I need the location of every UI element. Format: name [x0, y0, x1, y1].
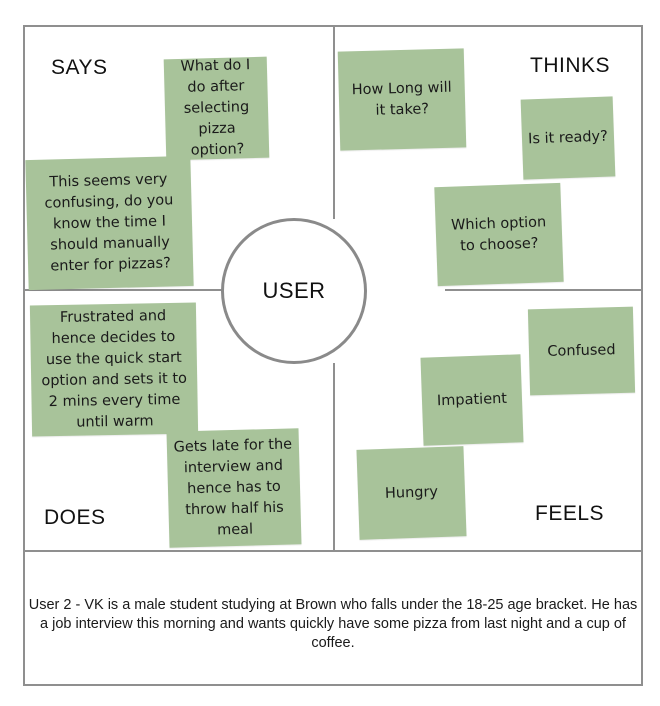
sticky-note-text: Gets late for the interview and hence ha…	[173, 435, 293, 538]
user-circle: USER	[221, 218, 367, 364]
quadrant-label-does: DOES	[44, 506, 106, 529]
sticky-note-thinks-3: Which option to choose?	[434, 182, 564, 287]
sticky-note-text: Hungry	[384, 483, 439, 502]
sticky-note-feels-2: Impatient	[420, 354, 524, 446]
sticky-note-thinks-1: How Long will it take?	[337, 48, 467, 151]
divider-middle-right	[445, 289, 641, 291]
sticky-note-text: What do I do after selecting pizza optio…	[180, 57, 251, 159]
empathy-map-board	[23, 25, 643, 686]
sticky-note-text: How Long will it take?	[351, 79, 452, 119]
sticky-note-says-1: What do I do after selecting pizza optio…	[163, 56, 270, 161]
sticky-note-feels-3: Hungry	[356, 446, 467, 540]
divider-description	[25, 550, 641, 552]
divider-bottom-center	[333, 363, 335, 550]
sticky-note-says-2: This seems very confusing, do you know t…	[25, 155, 194, 291]
sticky-note-text: This seems very confusing, do you know t…	[44, 170, 174, 275]
sticky-note-does-2: Gets late for the interview and hence ha…	[166, 428, 302, 548]
sticky-note-text: Which option to choose?	[450, 213, 547, 254]
quadrant-label-thinks: THINKS	[530, 54, 611, 77]
sticky-note-feels-1: Confused	[527, 306, 636, 396]
sticky-note-thinks-2: Is it ready?	[520, 96, 616, 180]
divider-top-center	[333, 27, 335, 219]
sticky-note-text: Frustrated and hence decides to use the …	[41, 307, 188, 431]
sticky-note-text: Impatient	[436, 390, 508, 409]
sticky-note-text: Confused	[547, 341, 616, 360]
quadrant-label-says: SAYS	[51, 56, 108, 79]
divider-middle-left	[25, 289, 222, 291]
persona-description: User 2 - VK is a male student studying a…	[28, 597, 638, 651]
user-label: USER	[262, 278, 326, 303]
quadrant-label-feels: FEELS	[535, 502, 605, 525]
sticky-note-does-1: Frustrated and hence decides to use the …	[29, 302, 199, 437]
sticky-note-text: Is it ready?	[527, 128, 609, 147]
